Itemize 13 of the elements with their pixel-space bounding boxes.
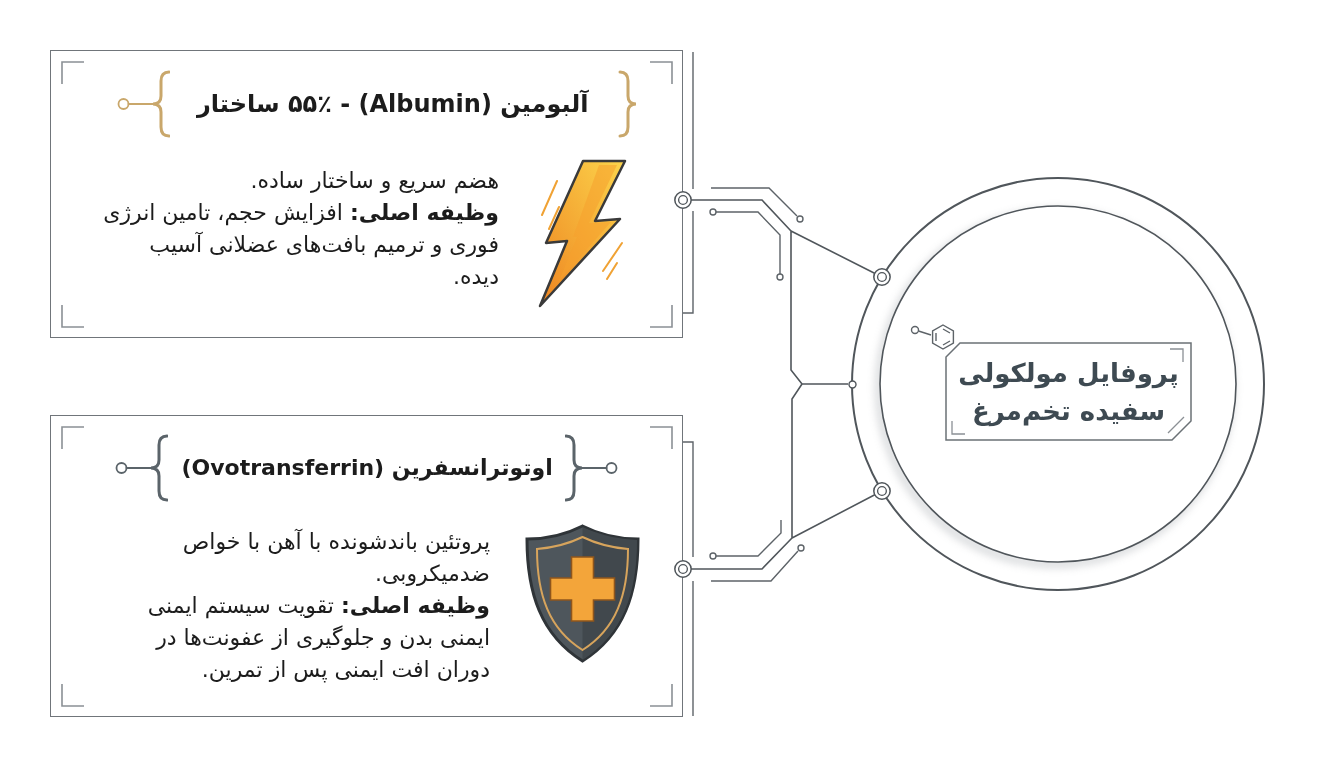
title-plate	[945, 342, 1192, 441]
hub-title: پروفایل مولکولی سفیده تخم‌مرغ	[957, 356, 1180, 429]
connector-line	[674, 383, 891, 578]
connector-line	[674, 191, 891, 385]
card-description: هضم سریع و ساختار ساده.	[250, 167, 499, 196]
card-description: وظیفه اصلی: افزایش حجم، تامین انرژی فوری و ترمیم بافت‌های عضلانی آسیب دیده.	[102, 199, 499, 291]
card-heading: اوتوترانسفرین (Ovotransferrin)	[181, 454, 553, 483]
hub-circle	[850, 176, 1266, 592]
card-description: وظیفه اصلی: تقویت سیستم ایمنی ایمنی بدن و جلوگیری از عفونت‌ها در دوران افت ایمنی پس از تمرین.	[146, 592, 490, 685]
info-card	[50, 50, 683, 338]
card-description: پروتئین باندشونده با آهن با خواص ضدمیکروبی.	[181, 528, 490, 588]
info-card	[50, 415, 683, 717]
card-heading: آلبومین (Albumin) - ۵۵٪ ساختار	[197, 88, 589, 120]
